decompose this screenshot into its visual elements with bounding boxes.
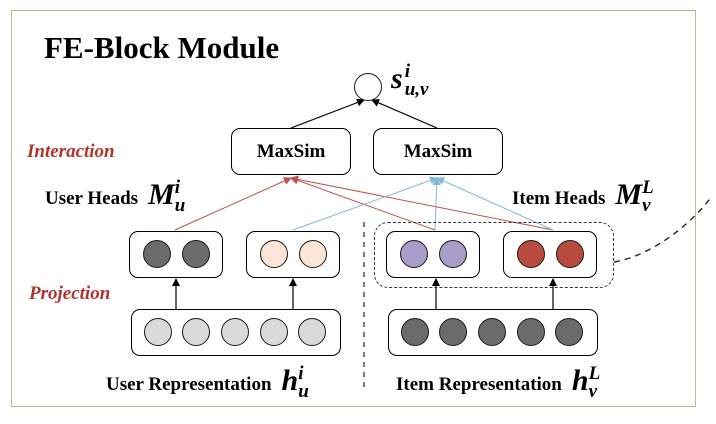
item-head-box-2 [503, 231, 597, 278]
item-representation-box [388, 309, 598, 356]
module-title: FE-Block Module [44, 30, 280, 65]
item-heads-label: Item Heads [512, 188, 606, 209]
item-head-left-to-maxsim2 [432, 177, 441, 231]
user-heads-label: User Heads [45, 188, 139, 209]
item-head-node [400, 240, 428, 268]
item-repr-node [439, 318, 467, 346]
item-repr-label: Item Representation [396, 374, 562, 395]
user-head-right-to-maxsim2 [292, 176, 438, 231]
maxsim-box-user: MaxSim [231, 128, 351, 175]
user-head-node [182, 240, 210, 268]
maxsim2-to-score-arrow [371, 99, 438, 129]
user-repr-node [221, 318, 249, 346]
maxsim-box-item: MaxSim [373, 128, 503, 175]
user-repr-label: User Representation [106, 374, 272, 395]
item-head-box-1 [386, 231, 480, 278]
item-head-node [556, 240, 584, 268]
item-repr-node [555, 318, 583, 346]
user-repr-node [298, 318, 326, 346]
item-head-right-to-maxsim1 [290, 175, 554, 231]
user-head-box-1 [129, 231, 223, 278]
interaction-label: Interaction [27, 141, 115, 162]
user-representation-box [131, 309, 341, 356]
item-repr-node [401, 318, 429, 346]
user-repr-node [182, 318, 210, 346]
item-head-left-to-maxsim1 [290, 176, 436, 231]
item-head-node [439, 240, 467, 268]
item-repr-node [478, 318, 506, 346]
user-head-box-2 [246, 231, 340, 278]
user-head-node [143, 240, 171, 268]
user-repr-node [260, 318, 288, 346]
user-head-node [260, 240, 288, 268]
maxsim1-to-score-arrow [290, 98, 365, 129]
user-repr-node [144, 318, 172, 346]
item-repr-node [517, 318, 545, 346]
projection-label: Projection [29, 283, 111, 304]
module-frame [11, 10, 696, 407]
item-heads-group [374, 222, 614, 288]
item-head-right-to-maxsim2 [436, 177, 554, 231]
score-node [354, 73, 382, 101]
zoom-callout-curve [613, 195, 713, 263]
user-head-left-to-maxsim1 [174, 177, 292, 231]
item-head-node [517, 240, 545, 268]
user-head-node [299, 240, 327, 268]
